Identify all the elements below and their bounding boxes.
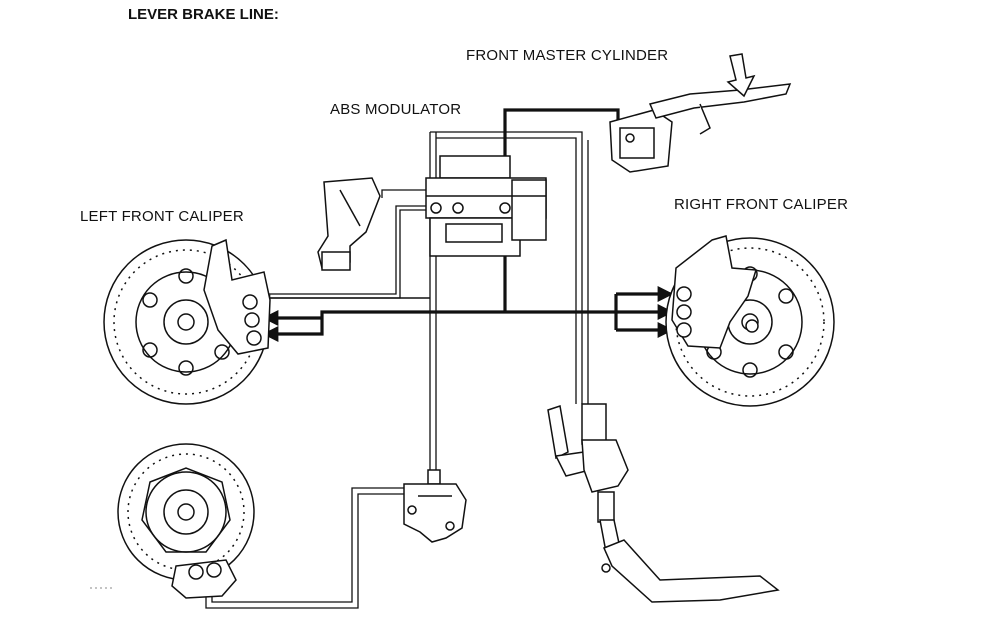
diagram-title: LEVER BRAKE LINE: <box>128 6 279 23</box>
rear-master-cylinder <box>547 403 780 603</box>
lever-arrow-icon <box>726 53 756 98</box>
label-right-front-caliper: RIGHT FRONT CALIPER <box>674 196 849 213</box>
thick-lever-line <box>262 108 674 342</box>
delay-valve <box>403 469 467 543</box>
front-master-cylinder <box>609 83 792 173</box>
right-front-caliper <box>671 235 759 349</box>
rear-disc <box>117 443 255 581</box>
left-front-caliper <box>203 238 271 355</box>
label-abs-modulator: ABS MODULATOR <box>330 101 462 118</box>
label-left-front-caliper: LEFT FRONT CALIPER <box>80 208 244 225</box>
abs-modulator <box>425 155 547 257</box>
rear-caliper <box>171 559 237 599</box>
abs-connector <box>317 177 381 271</box>
label-front-master-cylinder: FRONT MASTER CYLINDER <box>466 47 669 64</box>
